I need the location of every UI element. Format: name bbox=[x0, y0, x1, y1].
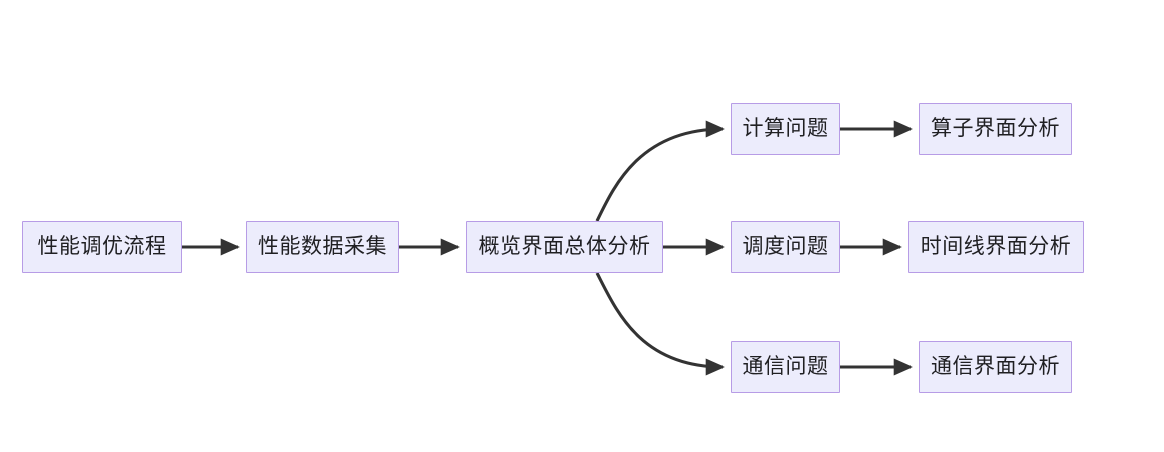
node-label: 通信问题 bbox=[742, 355, 829, 378]
node-performance-data-collection[interactable]: 性能数据采集 bbox=[246, 221, 399, 273]
node-label: 时间线界面分析 bbox=[920, 235, 1072, 258]
node-label: 调度问题 bbox=[742, 235, 829, 258]
node-label: 计算问题 bbox=[742, 117, 829, 140]
edge-n3-n4 bbox=[595, 120, 725, 222]
node-communication-issue[interactable]: 通信问题 bbox=[731, 341, 840, 393]
node-computation-issue[interactable]: 计算问题 bbox=[731, 103, 840, 155]
node-performance-tuning-process[interactable]: 性能调优流程 bbox=[22, 221, 182, 273]
node-label: 性能调优流程 bbox=[37, 235, 167, 258]
node-communication-interface-analysis[interactable]: 通信界面分析 bbox=[919, 341, 1072, 393]
node-operator-interface-analysis[interactable]: 算子界面分析 bbox=[919, 103, 1072, 155]
node-scheduling-issue[interactable]: 调度问题 bbox=[731, 221, 840, 273]
node-label: 性能数据采集 bbox=[258, 235, 387, 258]
node-label: 算子界面分析 bbox=[931, 117, 1060, 140]
edge-n3-n6 bbox=[595, 272, 725, 376]
node-timeline-interface-analysis[interactable]: 时间线界面分析 bbox=[908, 221, 1084, 273]
node-overview-interface-analysis[interactable]: 概览界面总体分析 bbox=[466, 221, 663, 273]
node-label: 概览界面总体分析 bbox=[478, 235, 651, 258]
node-label: 通信界面分析 bbox=[931, 355, 1060, 378]
